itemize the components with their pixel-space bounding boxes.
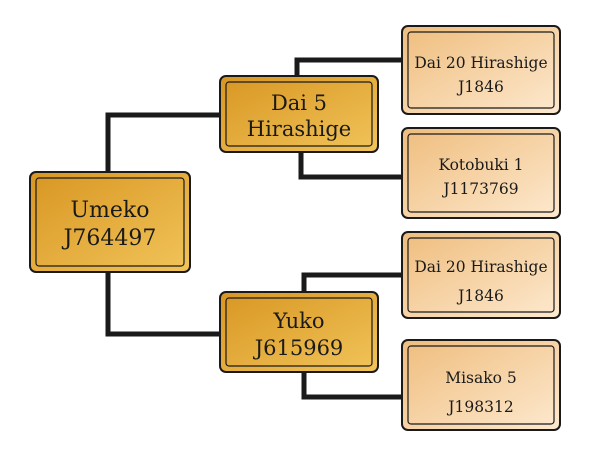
person-box-grandparent-3: Dai 20 Hirashige J1846	[401, 231, 561, 319]
box-inner	[407, 345, 555, 425]
box-outer	[401, 25, 561, 115]
box-inner	[407, 31, 555, 109]
person-box-parent-2: Yuko J615969	[219, 291, 379, 373]
person-id: J1846	[456, 78, 504, 96]
box-outer	[401, 339, 561, 431]
person-id: J1846	[456, 287, 504, 305]
box-outer	[219, 291, 379, 373]
connector-parent-1-to-grandparent-1	[294, 57, 407, 80]
person-name: Umeko	[71, 198, 150, 223]
person-id: J1173769	[441, 180, 518, 198]
person-name: Dai 20 Hirashige	[414, 258, 547, 276]
person-name: Misako 5	[445, 369, 517, 387]
connector-parent-2-to-grandparent-3	[301, 272, 407, 298]
box-outer	[219, 75, 379, 153]
box-inner	[225, 297, 373, 367]
person-box-grandparent-4: Misako 5 J198312	[401, 339, 561, 431]
person-id: J198312	[446, 398, 513, 416]
connector-root-to-parent-2	[105, 266, 226, 337]
person-box-root: Umeko J764497	[29, 171, 191, 273]
connector-parent-2-to-grandparent-4	[301, 368, 407, 400]
person-name: Kotobuki 1	[438, 156, 523, 174]
box-inner	[407, 237, 555, 313]
person-box-grandparent-2: Kotobuki 1 J1173769	[401, 127, 561, 219]
person-name-line1: Dai 5	[271, 91, 327, 115]
person-name-line2: Hirashige	[247, 117, 351, 141]
box-inner	[35, 177, 185, 267]
person-id: J615969	[253, 336, 344, 360]
box-inner	[407, 133, 555, 213]
connector-parent-1-to-grandparent-2	[298, 147, 407, 180]
person-name: Yuko	[273, 309, 325, 333]
box-inner	[225, 81, 373, 147]
box-outer	[401, 231, 561, 319]
person-name: Dai 20 Hirashige	[414, 54, 547, 72]
box-outer	[29, 171, 191, 273]
person-id: J764497	[62, 226, 157, 251]
person-box-parent-1: Dai 5 Hirashige	[219, 75, 379, 153]
connectors	[105, 57, 407, 400]
person-box-grandparent-1: Dai 20 Hirashige J1846	[401, 25, 561, 115]
box-outer	[401, 127, 561, 219]
connector-root-to-parent-1	[105, 112, 226, 178]
